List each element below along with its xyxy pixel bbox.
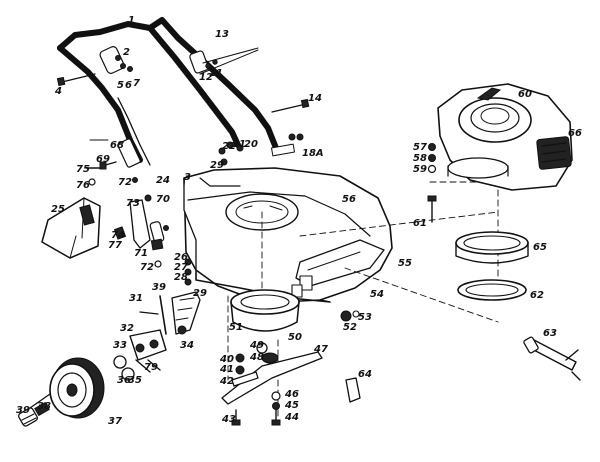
- assembly-axes: [227, 181, 499, 421]
- callout-52: 52: [343, 322, 357, 333]
- wheel-bolt-38-39: [18, 401, 50, 427]
- callout-24: 24: [156, 175, 170, 186]
- callout-21: 21: [232, 139, 246, 150]
- callout-13: 13: [215, 29, 229, 40]
- callout-58: 58: [413, 153, 427, 164]
- callout-20: 20: [244, 139, 258, 150]
- callout-6: 6: [125, 80, 132, 91]
- hex-nuts-52-53: [340, 310, 360, 322]
- handle-assembly: [57, 17, 279, 163]
- callout-54: 54: [370, 289, 384, 300]
- callout-69: 69: [96, 154, 110, 165]
- callout-1: 1: [128, 15, 135, 26]
- callout-35: 35: [128, 375, 142, 386]
- callout-53: 53: [358, 312, 372, 323]
- callout-5: 5: [117, 80, 124, 91]
- engine-assembly: [437, 83, 573, 191]
- callout-66: 66: [568, 128, 582, 139]
- callout-2: 2: [123, 47, 130, 58]
- callout-72b: 72: [140, 262, 154, 273]
- small-parts-left: [85, 161, 192, 286]
- callout-61: 61: [413, 218, 427, 229]
- grass-deflector-25: [41, 197, 101, 259]
- callout-68: 68: [110, 140, 124, 151]
- tool-63: [523, 336, 581, 381]
- callout-40: 40: [219, 354, 234, 365]
- callout-45: 45: [284, 400, 299, 411]
- height-adjuster: [139, 291, 201, 335]
- blade-assembly: [221, 342, 323, 426]
- callout-42: 42: [219, 376, 234, 387]
- mower-deck: [183, 167, 393, 303]
- blade-adapter-51: [230, 289, 300, 332]
- callout-38: 38: [37, 401, 51, 412]
- callout-62: 62: [530, 290, 544, 301]
- callout-51: 51: [229, 322, 243, 333]
- callout-29: 29: [210, 160, 224, 171]
- handle-clamp-left: [99, 46, 133, 74]
- bracket-64: [345, 377, 361, 403]
- callout-3: 3: [184, 172, 191, 183]
- callout-14: 14: [308, 93, 322, 104]
- callout-76: 76: [76, 180, 90, 191]
- callout-27: 27: [174, 262, 188, 273]
- callout-48: 48: [249, 352, 264, 363]
- callout-74: 74: [111, 230, 125, 241]
- callout-57: 57: [413, 142, 427, 153]
- callout-22: 22: [222, 141, 236, 152]
- callout-79: 79: [144, 362, 158, 373]
- callout-37: 37: [108, 416, 122, 427]
- cable-control: [89, 97, 151, 168]
- callout-46: 46: [284, 389, 299, 400]
- callout-4: 4: [54, 86, 62, 97]
- part-callouts: 1 2 3 4 5 6 7 11 12 13 14 20 21 22 24 25…: [16, 15, 582, 427]
- handle-clamp-right: [189, 50, 218, 74]
- gasket-62: [457, 279, 527, 301]
- callout-43: 43: [221, 414, 236, 425]
- callout-77: 77: [108, 240, 122, 251]
- callout-70: 70: [156, 194, 170, 205]
- callout-31: 31: [129, 293, 143, 304]
- spacer-ring-65: [455, 231, 529, 264]
- callout-73: 73: [126, 198, 140, 209]
- wheel-37: [29, 357, 105, 419]
- callout-44: 44: [284, 412, 299, 423]
- callout-39: 39: [16, 405, 30, 416]
- callout-75: 75: [76, 164, 90, 175]
- callout-12: 12: [199, 72, 213, 83]
- callout-49: 49: [249, 340, 264, 351]
- callout-59: 59: [413, 164, 427, 175]
- callout-71: 71: [134, 248, 148, 259]
- callout-7: 7: [133, 78, 140, 89]
- callout-26: 26: [174, 252, 188, 263]
- callout-36: 36: [117, 375, 131, 386]
- bolt-14: [271, 98, 310, 113]
- handle-bracket-pins: [218, 133, 304, 166]
- callout-72: 72: [118, 177, 132, 188]
- callout-56: 56: [342, 194, 356, 205]
- callout-65: 65: [533, 242, 547, 253]
- callout-41: 41: [219, 364, 234, 375]
- callout-11: 11: [209, 68, 223, 79]
- callout-39b: 39: [152, 282, 166, 293]
- callout-18a: 18A: [302, 148, 324, 159]
- callout-25: 25: [51, 204, 65, 215]
- callout-33: 33: [113, 340, 127, 351]
- wheel-axle-parts: [113, 329, 167, 381]
- bolt-4: [56, 73, 96, 87]
- callout-29b: 29: [193, 288, 207, 299]
- callout-64: 64: [358, 369, 372, 380]
- callout-55: 55: [398, 258, 412, 269]
- callout-50: 50: [288, 332, 302, 343]
- engine-bolts: [427, 143, 437, 223]
- callout-63: 63: [543, 328, 557, 339]
- callout-28: 28: [174, 272, 188, 283]
- callout-32: 32: [120, 323, 134, 334]
- callout-47: 47: [313, 344, 328, 355]
- callout-60: 60: [518, 89, 532, 100]
- callout-34: 34: [180, 340, 194, 351]
